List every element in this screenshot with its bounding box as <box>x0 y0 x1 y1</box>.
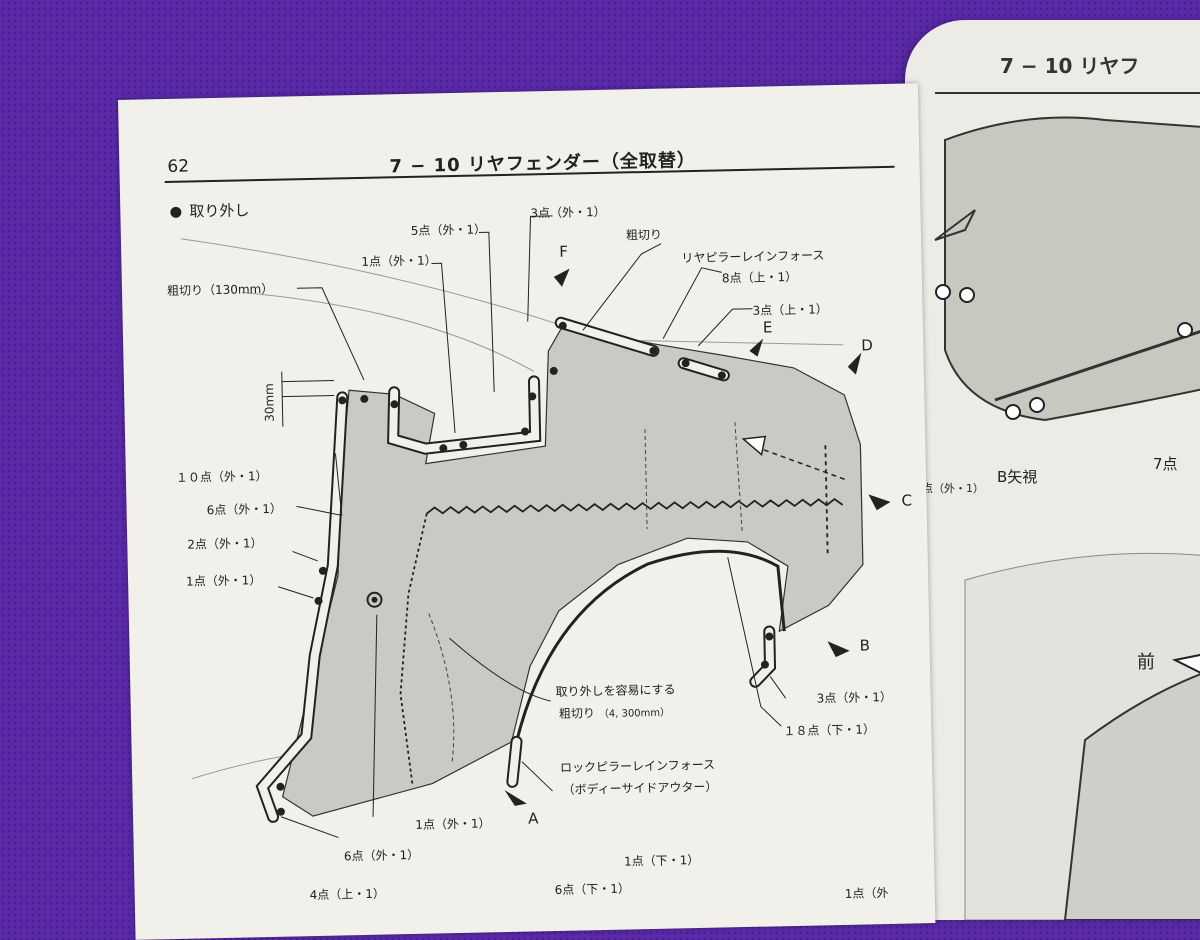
view-label-e: E <box>762 318 773 337</box>
view-arrow-f <box>553 268 570 287</box>
label-one-pt-out-left: 1点（外・1） <box>185 573 262 589</box>
wheel-arch <box>515 549 786 743</box>
right-page-title: 7 − 10 リヤフ <box>1000 54 1140 78</box>
view-label-a: A <box>527 809 539 828</box>
label-six-pt-out-mid: 6点（外・1） <box>206 501 283 518</box>
label-rear-pillar-reinforce: リヤピラーレインフォース <box>681 248 825 266</box>
label-two-pt-out: 2点（外・1） <box>187 536 263 552</box>
label-rough-cut-top: 粗切り <box>625 227 663 243</box>
label-easy-removal-2-text: 粗切り <box>558 706 596 721</box>
view-arrow-c <box>868 494 891 511</box>
left-page: 62 7 − 10 リヤフェンダー（全取替） 取り外し <box>118 83 936 940</box>
label-six-pt-out-bottom: 6点（外・1） <box>343 847 420 864</box>
label-one-pt-out-top: 1点（外・1） <box>361 253 437 269</box>
one-pt-small-label: 1点（外・1） <box>915 482 984 495</box>
label-eight-pt-up: 8点（上・1） <box>721 269 798 286</box>
view-label-b: B <box>859 636 871 655</box>
label-six-pt-down: 6点（下・1） <box>554 881 631 898</box>
label-three-pt-out-top: 3点（外・1） <box>530 204 606 221</box>
seven-pt-label: 7点 <box>1153 455 1178 473</box>
label-easy-removal-2: 粗切り （4, 300mm） <box>559 703 670 722</box>
right-diagram <box>934 116 1200 920</box>
view-label-f: F <box>559 242 569 261</box>
front-label: 前 <box>1137 652 1155 673</box>
label-one-pt-out-cut: 1点（外 <box>844 886 889 901</box>
label-five-pt-out: 5点（外・1） <box>410 222 487 238</box>
view-arrow-d <box>847 352 862 375</box>
view-label-d: D <box>861 336 874 355</box>
label-three-pt-out-bottom: 3点（外・1） <box>816 689 893 706</box>
label-easy-removal-size: （4, 300mm） <box>598 707 671 721</box>
right-page: 7 − 10 リヤフ B矢視 7点 1点（外・1） 前 <box>905 20 1200 920</box>
label-30mm: 30mm <box>261 383 277 423</box>
fender-diagram <box>180 215 891 839</box>
view-label-c: C <box>901 491 913 510</box>
right-header-rule <box>935 92 1200 94</box>
label-rocker-reinforce-2: （ボディーサイドアウター） <box>562 779 718 797</box>
view-arrow-b <box>827 641 850 658</box>
view-arrow-a <box>504 790 527 806</box>
b-view-label: B矢視 <box>997 468 1038 486</box>
label-eighteen-pt-down: １８点（下・1） <box>783 722 876 739</box>
label-three-pt-up: 3点（上・1） <box>752 302 828 318</box>
label-rough-cut-130: 粗切り（130mm） <box>166 281 274 299</box>
label-ten-pt-out: １０点（外・1） <box>175 468 268 485</box>
view-arrow-e <box>749 338 764 357</box>
rough-cut-zigzag <box>426 497 844 515</box>
label-one-pt-down: 1点（下・1） <box>623 852 700 869</box>
label-one-pt-out-bottom: 1点（外・1） <box>415 816 491 832</box>
label-four-pt-up: 4点（上・1） <box>309 886 386 903</box>
label-easy-removal-1: 取り外しを容易にする <box>555 682 676 699</box>
label-rocker-reinforce-1: ロックピラーレインフォース <box>559 757 716 775</box>
